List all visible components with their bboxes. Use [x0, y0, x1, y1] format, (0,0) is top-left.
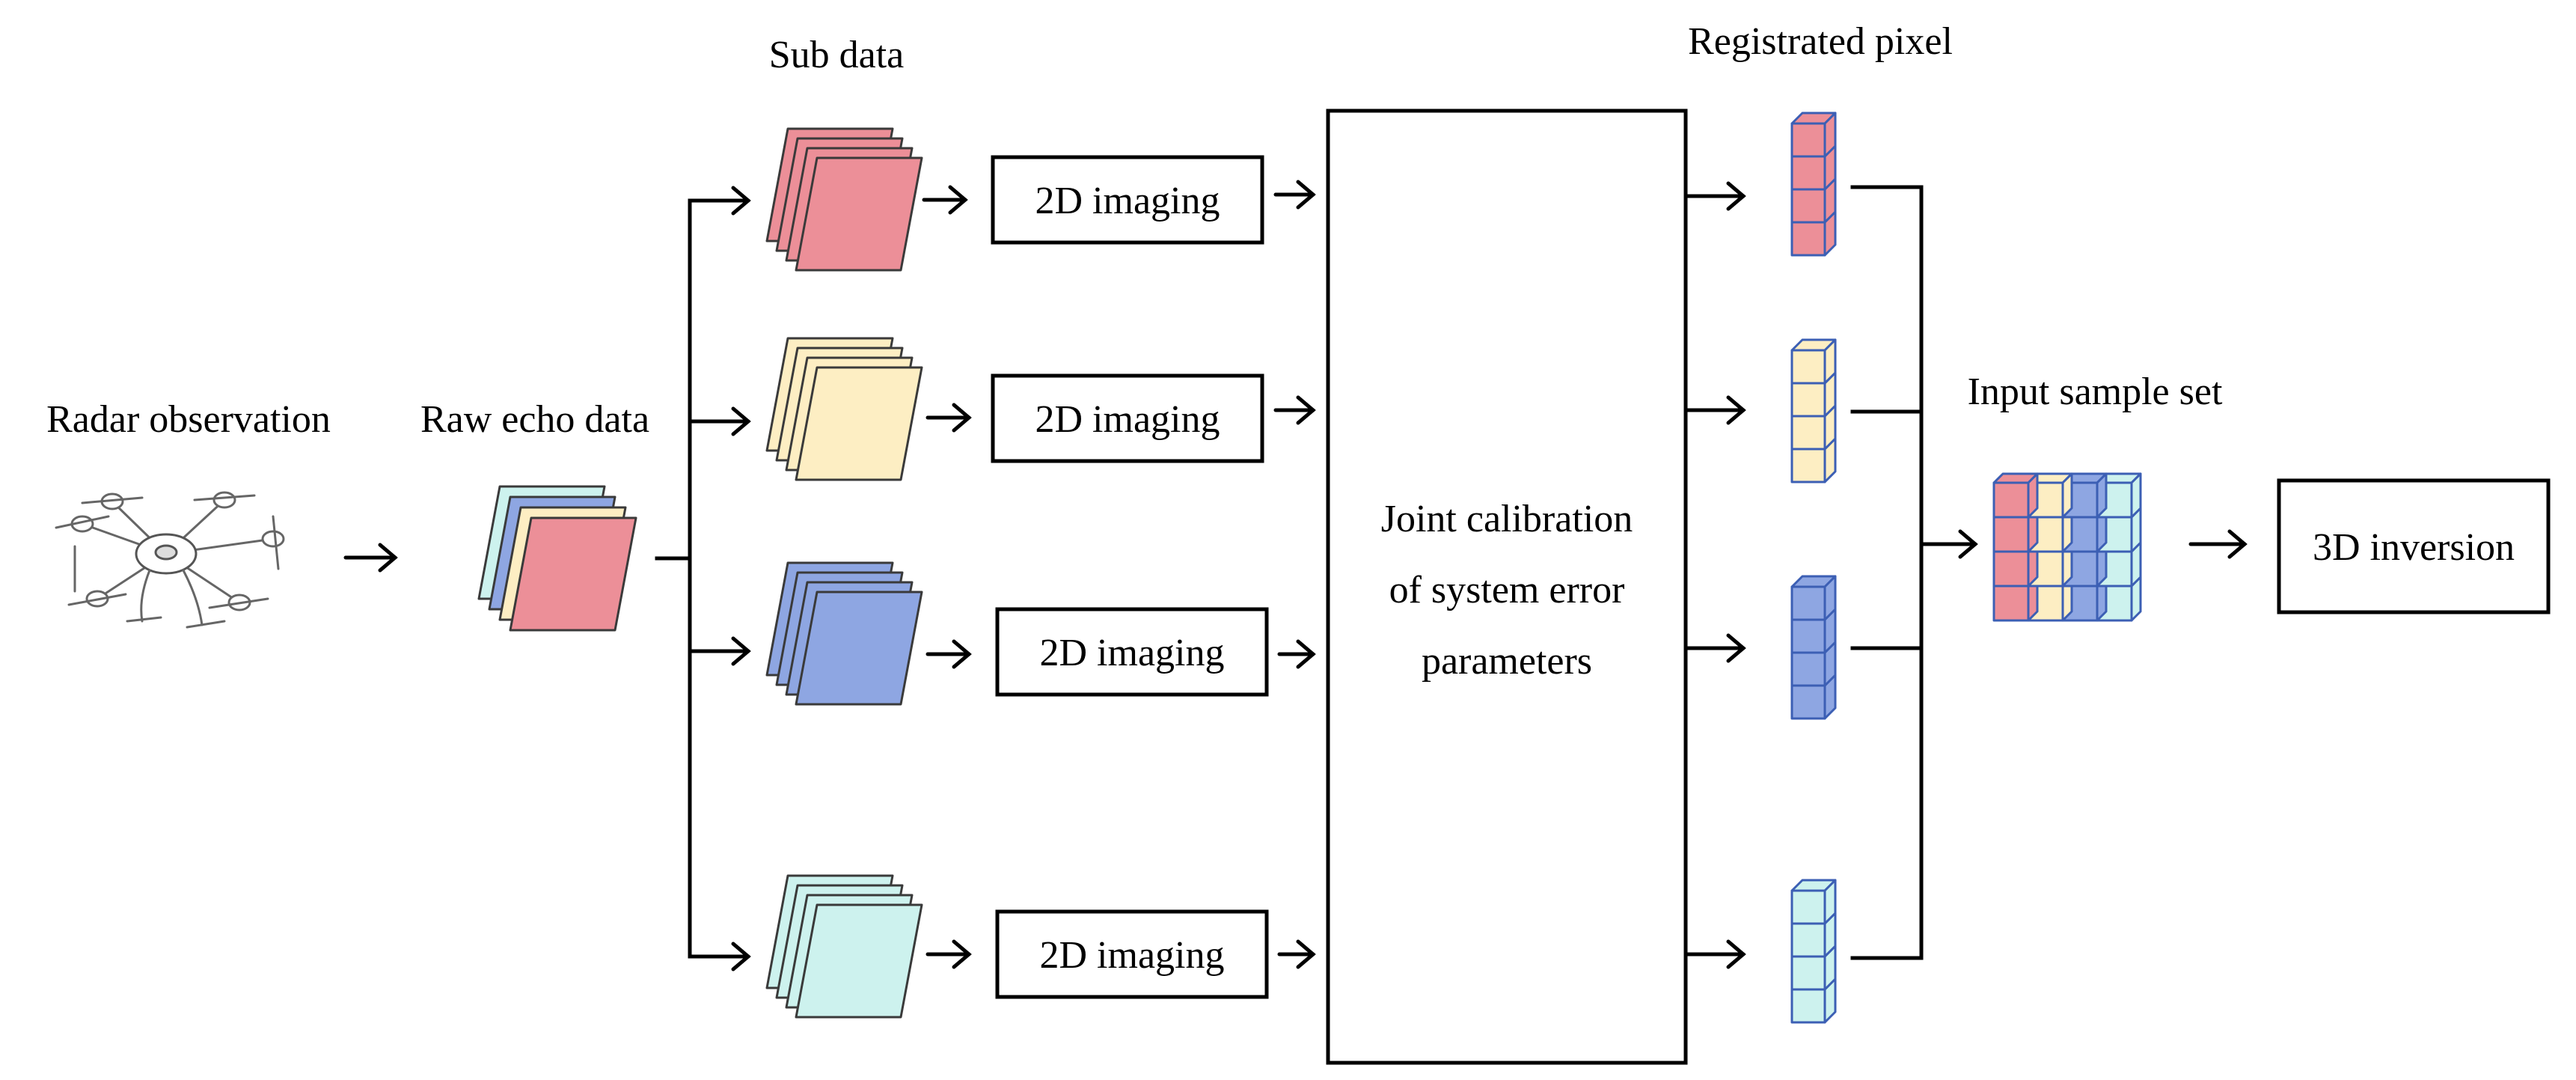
arrow-sample-to-inversion: [2188, 529, 2248, 559]
pixel-cube: [1790, 879, 1837, 925]
pixel-column: [1790, 879, 1837, 1024]
imaging-to-calibration-arrow: [1273, 180, 1316, 210]
pixel-column: [1790, 338, 1837, 483]
sub-data-stack: [765, 337, 923, 481]
imaging-box-2-label: 2D imaging: [1035, 398, 1220, 441]
imaging-to-calibration-arrow: [1273, 395, 1316, 425]
input-sample-set-label: Input sample set: [1968, 370, 2223, 413]
imaging-box-4: 2D imaging: [995, 909, 1269, 999]
sub-data-stack: [765, 561, 923, 706]
raw-echo-data-stack: [477, 485, 637, 632]
calibration-to-pixel-arrows: [1685, 181, 1746, 969]
sub-sheet: [795, 903, 923, 1019]
arrow-drone-to-raw: [343, 543, 398, 573]
calibration-line-1: Joint calibration: [1381, 498, 1633, 540]
calibration-to-pixel-arrow: [1685, 939, 1746, 969]
sub-to-imaging-arrow: [922, 185, 968, 215]
pixel-merge-lines: [1850, 185, 1924, 960]
raw-data-splitter: [655, 198, 692, 959]
sub-data-label: Sub data: [769, 34, 905, 76]
raw-echo-data-label: Raw echo data: [420, 398, 649, 441]
sample-cube: [1992, 507, 2039, 553]
pixel-cube: [1790, 112, 1837, 158]
radar-observation-label: Radar observation: [46, 398, 331, 441]
calibration-to-pixel-arrow: [1685, 633, 1746, 663]
sub-sheet: [795, 591, 923, 706]
inversion-box: 3D inversion: [2277, 478, 2551, 614]
sub-data-stack: [765, 127, 923, 272]
imaging-to-calibration-arrow: [1277, 639, 1316, 669]
branch-arrows: [688, 186, 751, 971]
sub-to-imaging-arrow: [926, 403, 972, 433]
imaging-box-1: 2D imaging: [991, 155, 1264, 245]
imaging-box-3: 2D imaging: [995, 607, 1269, 697]
sub-sheet: [795, 156, 923, 272]
inversion-box-label: 3D inversion: [2313, 526, 2515, 569]
branch-arrow: [688, 942, 751, 971]
calibration-line-3: parameters: [1422, 640, 1592, 683]
pixel-column: [1790, 112, 1837, 257]
imaging-box-4-label: 2D imaging: [1040, 934, 1225, 977]
pixel-column: [1790, 575, 1837, 720]
input-sample-set-grid: [1992, 472, 2142, 622]
branch-arrow: [688, 406, 751, 436]
calibration-to-pixel-arrow: [1685, 181, 1746, 211]
raw-sheet: [509, 516, 637, 632]
pixel-cube: [1790, 575, 1837, 621]
imaging-to-calibration-arrow: [1277, 939, 1316, 969]
calibration-to-pixel-arrow: [1685, 395, 1746, 425]
hexacopter-drone-icon: [55, 491, 285, 629]
sub-data-stacks: [765, 127, 923, 1019]
sub-to-imaging-arrow: [926, 639, 972, 669]
registrated-pixel-label: Registrated pixel: [1688, 20, 1953, 63]
sample-cube: [1992, 472, 2039, 519]
sub-data-stack: [765, 874, 923, 1019]
imaging-to-calibration-arrows: [1273, 180, 1316, 969]
calibration-box: Joint calibration of system error parame…: [1326, 109, 1688, 1065]
imaging-box-2: 2D imaging: [991, 373, 1264, 463]
pixel-cube: [1790, 338, 1837, 385]
sub-sheet: [795, 366, 923, 481]
imaging-box-3-label: 2D imaging: [1040, 632, 1225, 674]
imaging-box-1-label: 2D imaging: [1035, 180, 1220, 222]
sub-to-imaging-arrow: [926, 939, 972, 969]
arrow-merge-to-sample: [1919, 529, 1978, 559]
branch-arrow: [688, 186, 751, 216]
sub-to-imaging-arrows: [922, 185, 972, 969]
calibration-line-2: of system error: [1389, 569, 1625, 611]
registrated-pixel-columns: [1790, 112, 1837, 1024]
branch-arrow: [688, 636, 751, 666]
